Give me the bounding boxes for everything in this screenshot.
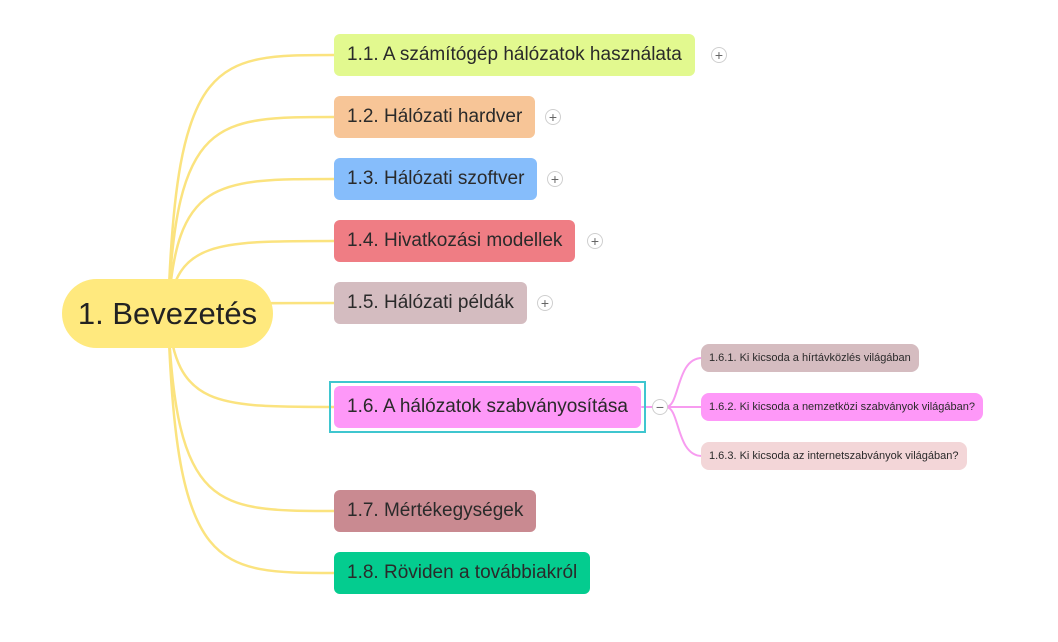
connector-line [166, 115, 337, 316]
topic-1-5[interactable]: 1.5. Hálózati példák [334, 282, 527, 324]
connector-line [166, 312, 337, 513]
connector-line [166, 177, 337, 316]
topic-label: 1.2. Hálózati hardver [347, 106, 523, 127]
topic-1-8[interactable]: 1.8. Röviden a továbbiakról [334, 552, 591, 594]
topic-label: 1.4. Hivatkozási modellek [347, 230, 563, 251]
topic-label: 1.3. Hálózati szoftver [347, 168, 525, 189]
subtopic-label: 1.6.1. Ki kicsoda a hírtávközlés világáb… [709, 352, 911, 364]
topic-label: 1.8. Röviden a továbbiakról [347, 562, 578, 583]
expand-toggle-icon[interactable]: + [545, 109, 561, 125]
topic-1-7[interactable]: 1.7. Mértékegységek [334, 490, 537, 532]
expand-toggle-icon[interactable]: + [537, 295, 553, 311]
subtopic-1-6-2[interactable]: 1.6.2. Ki kicsoda a nemzetközi szabványo… [701, 393, 983, 421]
topic-1-4[interactable]: 1.4. Hivatkozási modellek [334, 220, 576, 262]
expand-toggle-icon[interactable]: + [587, 233, 603, 249]
connector-line [166, 53, 337, 316]
topic-label: 1.7. Mértékegységek [347, 500, 524, 521]
topic-1-3[interactable]: 1.3. Hálózati szoftver [334, 158, 538, 200]
expand-toggle-icon[interactable]: + [711, 47, 727, 63]
topic-label: 1.1. A számítógép hálózatok használata [347, 44, 682, 65]
topic-1-1[interactable]: 1.1. A számítógép hálózatok használata [334, 34, 695, 76]
subtopic-connector-line [665, 406, 703, 457]
connector-line [166, 312, 337, 575]
collapse-toggle-icon[interactable]: − [652, 399, 668, 415]
subtopic-connector-line [665, 357, 703, 408]
subtopic-1-6-3[interactable]: 1.6.3. Ki kicsoda az internetszabványok … [701, 442, 967, 470]
topic-1-6[interactable]: 1.6. A hálózatok szabványosítása [334, 386, 641, 428]
subtopic-1-6-1[interactable]: 1.6.1. Ki kicsoda a hírtávközlés világáb… [701, 344, 919, 372]
subtopic-label: 1.6.3. Ki kicsoda az internetszabványok … [709, 450, 959, 462]
topic-label: 1.5. Hálózati példák [347, 292, 514, 313]
subtopic-label: 1.6.2. Ki kicsoda a nemzetközi szabványo… [709, 401, 975, 413]
expand-toggle-icon[interactable]: + [547, 171, 563, 187]
root-topic[interactable]: 1. Bevezetés [62, 279, 273, 348]
topic-label: 1.6. A hálózatok szabványosítása [347, 396, 628, 417]
root-topic-label: 1. Bevezetés [77, 295, 258, 331]
topic-1-2[interactable]: 1.2. Hálózati hardver [334, 96, 536, 138]
